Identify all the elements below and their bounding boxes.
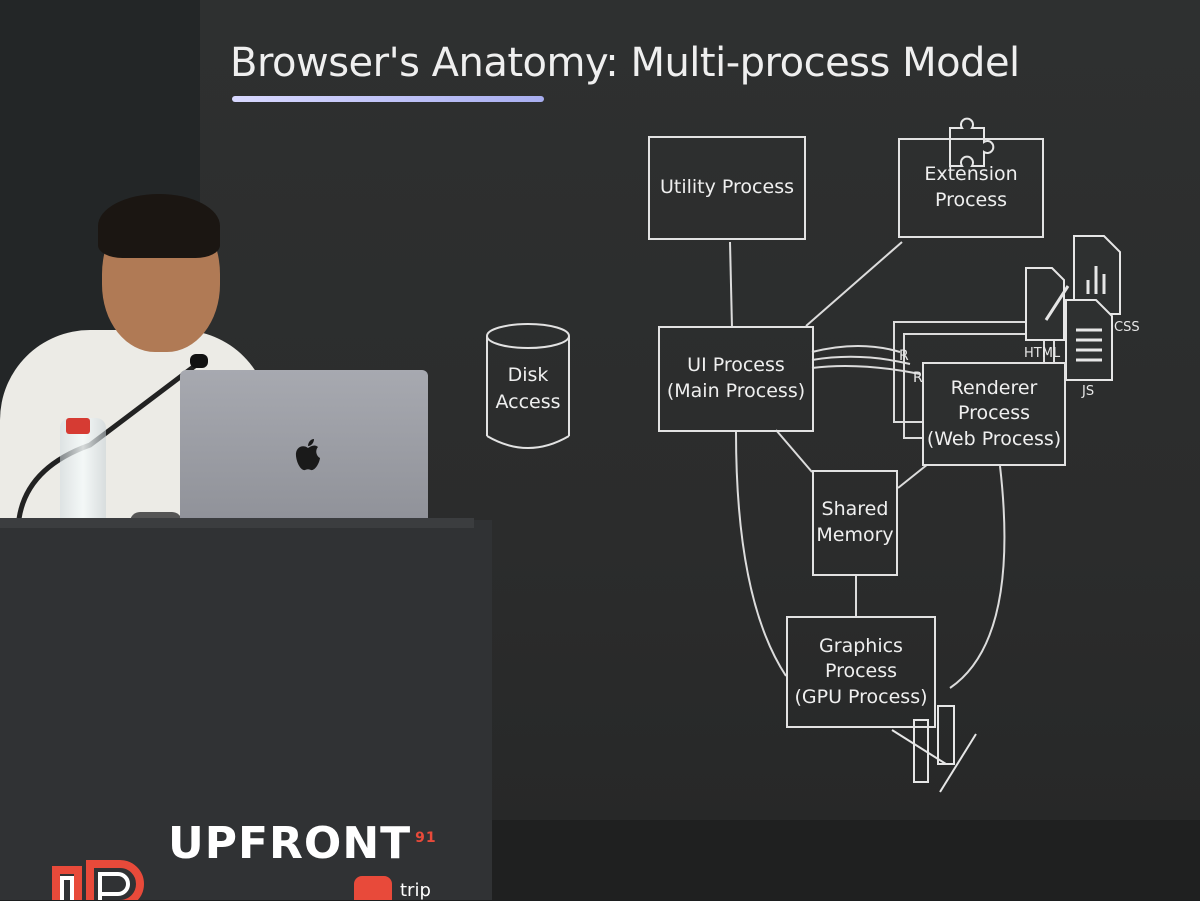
utility-process-box: Utility Process (648, 136, 806, 240)
extension-process-label: Extension Process (924, 163, 1018, 211)
graphics-process-label: Graphics Process (819, 634, 903, 683)
renderer-process-label: Renderer Process (950, 376, 1038, 425)
disk-access-line2: Access (495, 390, 561, 413)
renderer-shared-connector (897, 463, 929, 489)
slide-title: Browser's Anatomy: Multi-process Model (230, 40, 1020, 86)
pen-icon (1044, 285, 1070, 321)
disk-cylinder-icon (486, 323, 570, 449)
ui-graphics-connector (735, 431, 787, 677)
ui-process-label: UI Process (687, 354, 785, 377)
graphics-process-sublabel: (GPU Process) (794, 685, 928, 708)
disk-access-line1: Disk (507, 364, 549, 386)
stage-floor (470, 820, 1200, 900)
shared-memory-box: Shared Memory (812, 470, 898, 576)
event-number: 91 (415, 830, 437, 847)
renderer-process-sublabel: (Web Process) (926, 427, 1062, 450)
puzzle-piece-icon (949, 117, 995, 167)
ui-renderer-connector-2 (811, 355, 911, 365)
sponsor-name: trip (400, 880, 431, 901)
extension-process-box: Extension Process (898, 138, 1044, 238)
ui-renderer-connector-3 (811, 365, 921, 375)
event-name-text: UPFRONT (168, 818, 412, 869)
speaker-hair (98, 194, 220, 258)
sponsor-badge-icon (354, 876, 392, 900)
renderer-graphics-connector (949, 465, 1006, 689)
document-icon (1025, 267, 1065, 341)
podium (0, 520, 492, 900)
title-underline (232, 96, 544, 102)
svg-text:R: R (899, 348, 909, 364)
paint-brush-icon (891, 705, 977, 793)
podium-top (0, 518, 474, 528)
ui-renderer-connector-1 (811, 345, 901, 353)
utility-process-label: Utility Process (659, 176, 794, 199)
graphics-process-box: Graphics Process (GPU Process) (786, 616, 936, 728)
shared-memory-label: Shared (821, 498, 889, 521)
css-file-label: CSS (1114, 320, 1140, 335)
event-logo-icon (52, 860, 144, 900)
utility-ui-connector (729, 241, 733, 329)
ui-process-box: UI Process (Main Process) (658, 326, 814, 432)
svg-text:R: R (913, 370, 923, 386)
html-file-label: HTML (1024, 346, 1061, 361)
extension-ui-connector (805, 241, 903, 327)
shared-memory-sublabel: Memory (816, 524, 894, 546)
apple-logo-icon (295, 439, 320, 471)
ui-process-sublabel: (Main Process) (666, 380, 806, 402)
ui-shared-connector (775, 429, 813, 473)
js-file-label: JS (1082, 384, 1095, 399)
renderer-process-box: Renderer Process (Web Process) (922, 362, 1066, 466)
disk-access-label: Disk Access (486, 362, 570, 415)
bottle-cap (66, 418, 90, 434)
